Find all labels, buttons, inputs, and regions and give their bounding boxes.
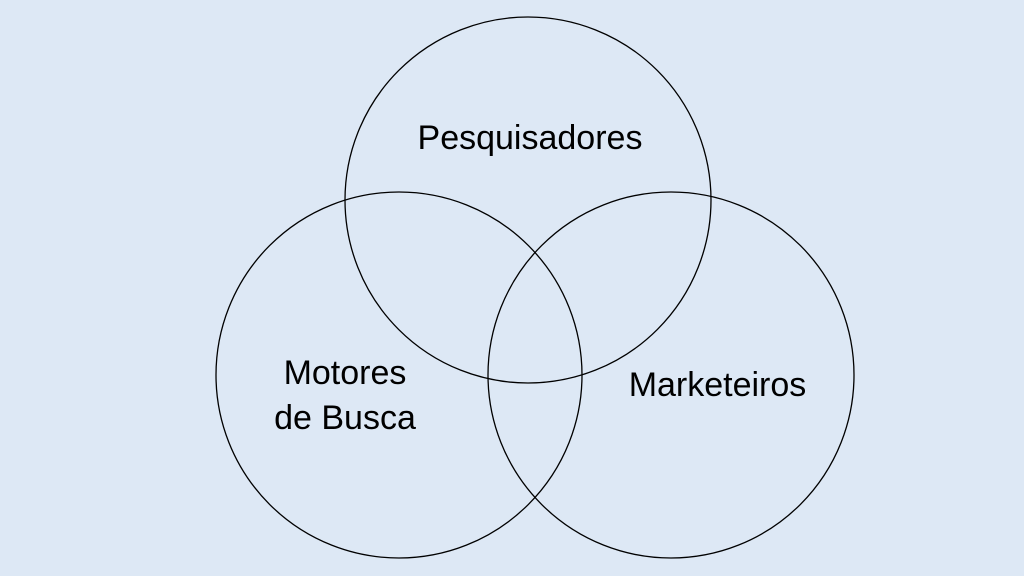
- circle-pesquisadores: [344, 16, 712, 384]
- label-pesquisadores-line-1: Pesquisadores: [417, 119, 643, 157]
- label-marketeiros: Marketeiros: [595, 363, 840, 408]
- label-pesquisadores: Pesquisadores: [355, 116, 705, 161]
- label-marketeiros-line-1: Marketeiros: [628, 366, 807, 404]
- label-motores-de-busca-line-2: de Busca: [274, 399, 416, 437]
- circle-motores-de-busca: [215, 191, 583, 559]
- label-motores-de-busca: Motores de Busca: [225, 351, 465, 441]
- circle-marketeiros: [487, 191, 855, 559]
- label-motores-de-busca-line-1: Motores: [283, 354, 407, 392]
